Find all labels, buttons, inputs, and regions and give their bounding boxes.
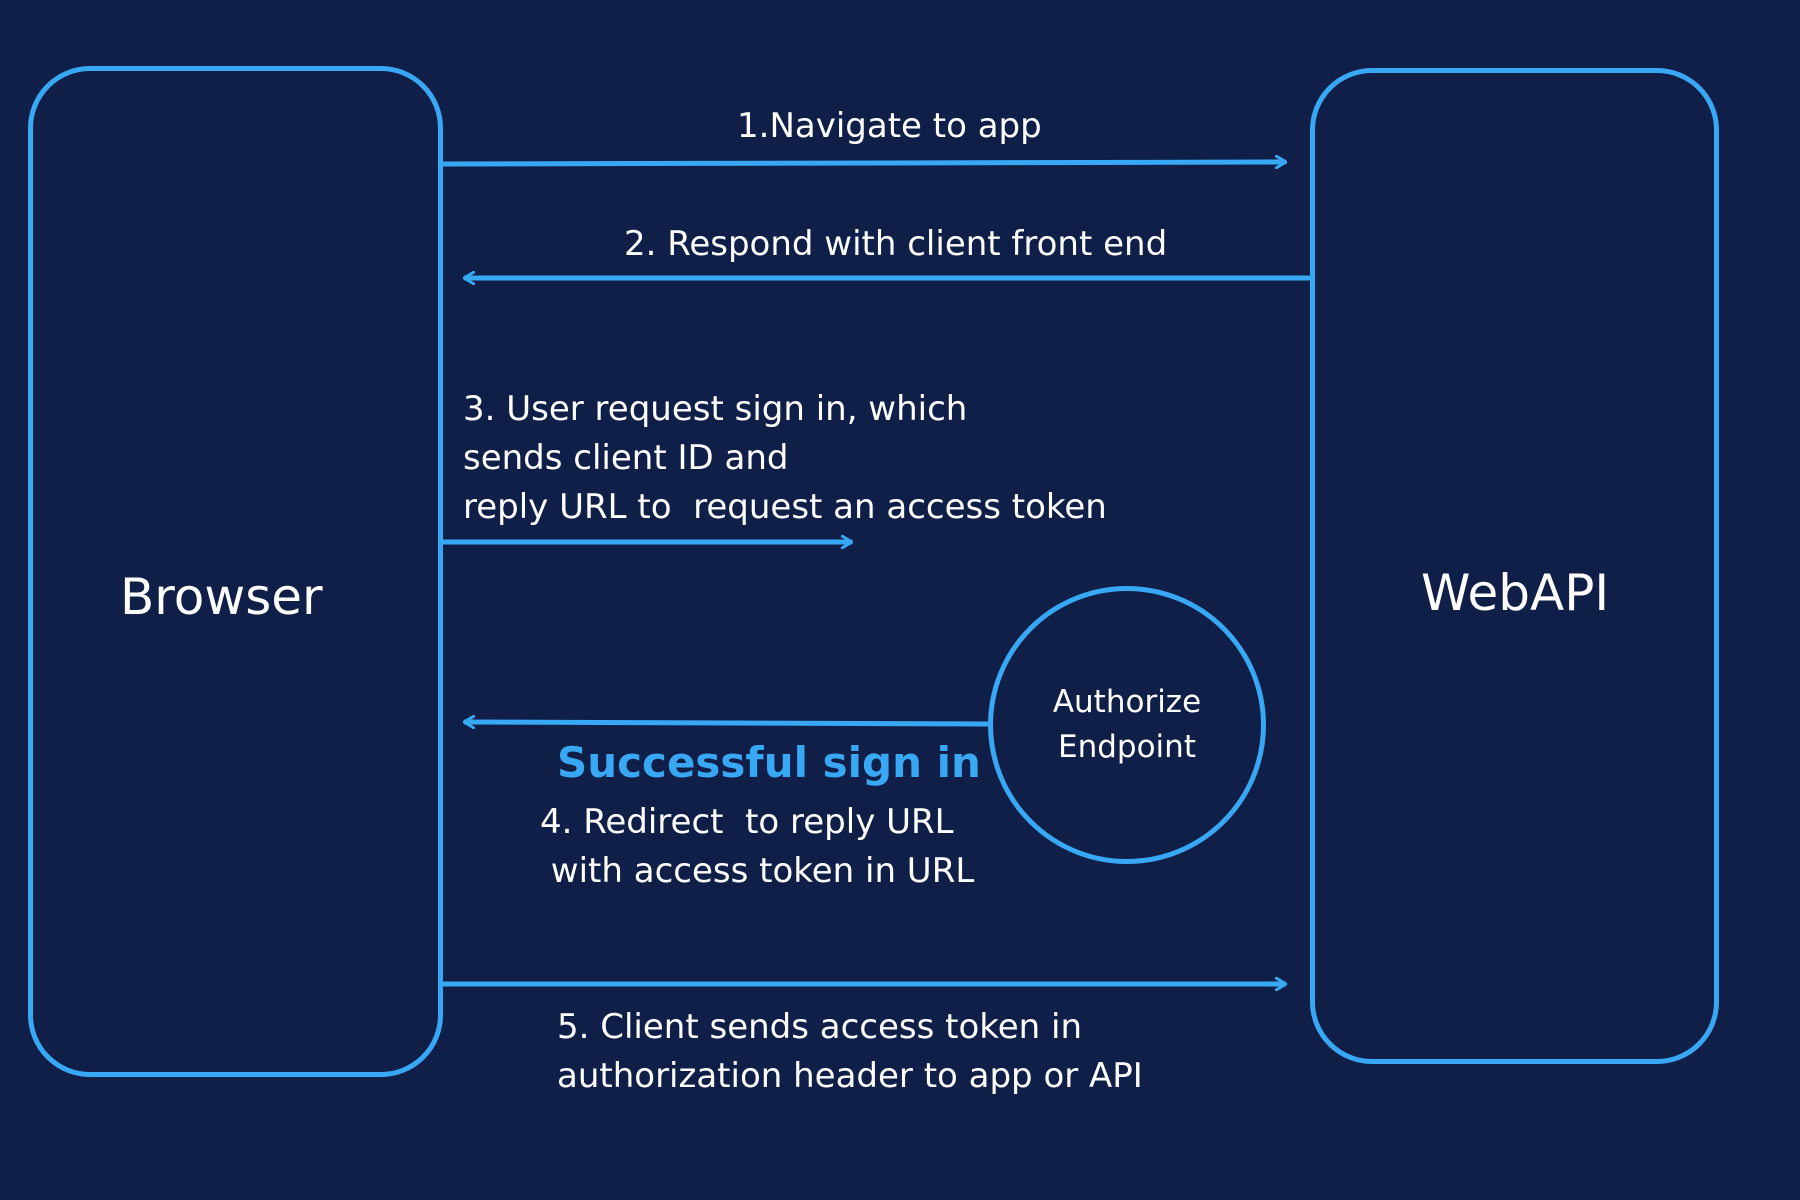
step-4-line: 4. Redirect to reply URL bbox=[540, 802, 954, 842]
step-3-line: 3. User request sign in, which bbox=[463, 389, 968, 429]
authorize-endpoint-label-line: Authorize bbox=[1052, 684, 1202, 720]
browser-label: Browser bbox=[120, 568, 323, 626]
authorize-endpoint-label-line: Endpoint bbox=[1058, 729, 1196, 765]
step-2-line: 2. Respond with client front end bbox=[624, 224, 1168, 264]
step-5-line: authorization header to app or API bbox=[557, 1056, 1143, 1096]
step-3-line: sends client ID and bbox=[463, 438, 789, 478]
step-5-label: 5. Client sends access token in authoriz… bbox=[557, 1003, 1143, 1101]
step-2-label: 2. Respond with client front end bbox=[624, 220, 1167, 269]
step-1-label: 1.Navigate to app bbox=[737, 102, 1042, 151]
step-3-line: reply URL to request an access token bbox=[463, 487, 1107, 527]
webapi-lane bbox=[1310, 68, 1719, 1064]
step-4-label: 4. Redirect to reply URL with access tok… bbox=[540, 798, 974, 896]
browser-lane bbox=[28, 66, 443, 1077]
arrow-navigate-to-app bbox=[442, 162, 1286, 164]
authorize-endpoint-node: Authorize Endpoint bbox=[988, 586, 1266, 864]
step-3-label: 3. User request sign in, which sends cli… bbox=[463, 385, 1107, 532]
successful-sign-in-heading: Successful sign in bbox=[557, 738, 981, 787]
step-5-line: 5. Client sends access token in bbox=[557, 1007, 1083, 1047]
step-1-line: 1.Navigate to app bbox=[737, 106, 1042, 146]
webapi-label: WebAPI bbox=[1421, 564, 1610, 622]
arrow-redirect-reply-url bbox=[464, 722, 989, 724]
step-4-line: with access token in URL bbox=[540, 851, 975, 891]
